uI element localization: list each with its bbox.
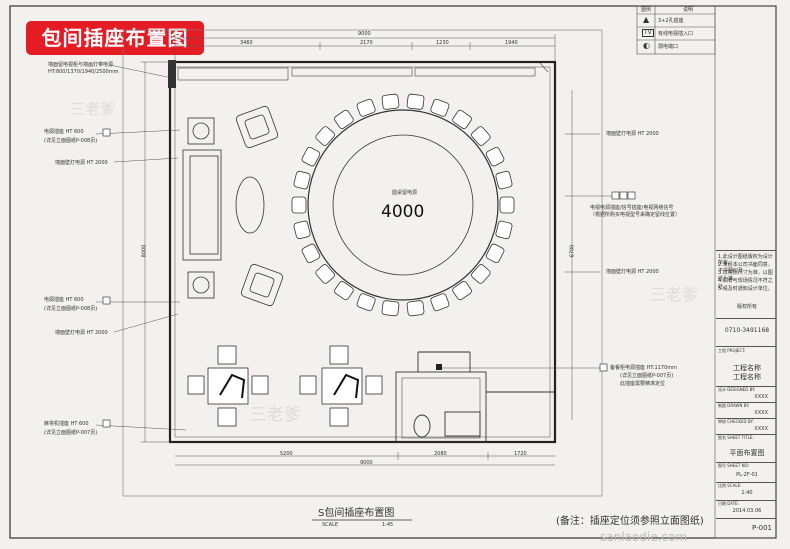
draw-value: XXXX [754, 410, 768, 416]
dining-chair [495, 170, 513, 190]
annotation-mahjong-socket: 麻将机插座 HT 600 [44, 421, 89, 427]
annotation-tv-power-note: （根据所购买电视型号来确定留线位置） [590, 212, 681, 218]
phone-number: 0710-3491168 [724, 327, 770, 334]
dining-chair [485, 146, 505, 167]
title-block: 1.此设计图纸版权为设计所有， 2.未经本公司书面同意，不得翻印及 3.以实际尺… [716, 250, 776, 538]
dining-chair [315, 264, 335, 284]
dining-chair [381, 93, 400, 110]
design-label: 设计 DESIGNED BY: [718, 387, 756, 392]
project-name: 工程名称 [733, 364, 761, 372]
note-line: 2.未经本公司书面同意，不得翻印及 [718, 262, 773, 274]
annotation-socket: 电源插座 HT 600 [44, 129, 84, 135]
project-name: 工程名称 [733, 373, 761, 381]
dim-bottom-total: 9000 [360, 460, 373, 466]
dim-left-total: 8000 [141, 244, 148, 258]
tv-socket-icon: TV [642, 29, 654, 37]
table-size-label: 4000 [381, 202, 425, 222]
dim-top-total: 9000 [358, 31, 371, 37]
dim-top-seg: 3460 [240, 40, 253, 46]
scale-word: SCALE [322, 522, 339, 528]
scale-value: 1:45 [382, 522, 394, 528]
draw-label: 制图 DRAWN BY: [718, 403, 750, 408]
dining-chair [356, 293, 376, 312]
annotation-socket-ref: (详见立面图纸P-008页) [44, 138, 98, 144]
dining-chair [293, 170, 311, 190]
note-line: 3.以实际尺寸为准，以图纸为准。 [718, 270, 773, 282]
dining-chair [381, 300, 400, 317]
date-value: 2014.03.06 [732, 508, 762, 514]
legend-header-symbol: 图例 [641, 7, 652, 13]
dining-chair [301, 243, 321, 264]
legend-row: 弱电端口 [658, 44, 679, 50]
design-value: XXXX [754, 394, 768, 400]
scale-label: 比例 SCALE: [718, 483, 742, 488]
check-value: XXXX [754, 426, 768, 432]
annotation-wall-lamp: 墙面壁灯电源 HT 2000 [606, 269, 659, 275]
dining-chair [334, 109, 354, 129]
dim-bottom-seg: 1720 [514, 451, 527, 457]
watermark: 三老爹 [650, 285, 699, 304]
note-line: 1.此设计图纸版权为设计所有， [718, 254, 773, 266]
annotation-tv-socket: 墙面留电视柜与墙画灯带电源 [48, 62, 114, 68]
annotation-mahjong-ref: (详见立面图纸P-007页) [44, 430, 98, 436]
table-power-label: 圆桌留电源 [392, 190, 418, 196]
annotation-wall-lamp: 墙面壁灯电源 HT 2000 [606, 131, 659, 137]
site-watermark: sanlaodie.com [600, 530, 688, 544]
dining-chair [291, 196, 307, 214]
annotation-socket-ref: (详见立面图纸P-008页) [44, 306, 98, 312]
dim-bottom-seg: 2080 [434, 451, 447, 457]
dining-chair [356, 98, 376, 117]
dim-top-seg: 2170 [360, 40, 373, 46]
note-line: 5.请及时通知设计单位。 [718, 286, 773, 292]
dining-chair [430, 98, 450, 117]
sheet-number: PL-2F-01 [736, 472, 758, 478]
sheet-title: 平面布置图 [729, 449, 765, 457]
watermark: 三老爹 [70, 100, 116, 118]
dining-chair [315, 126, 335, 146]
project-label: 工程 PROJECT: [718, 348, 746, 353]
scale-value: 1:40 [741, 490, 753, 496]
sheet-number-label: 图号 SHEET NO: [718, 463, 750, 468]
sheet-title-label: 图名 SHEET TITLE: [718, 435, 754, 440]
page-number: P-001 [752, 524, 772, 532]
dining-chair [499, 196, 515, 214]
dim-bottom-seg: 5200 [280, 451, 293, 457]
legend-row: 3+2孔插座 [658, 18, 684, 24]
dining-chair [495, 220, 513, 240]
dining-chair [471, 126, 491, 146]
annotation-counter-note: 此插座需要精准定位 [620, 381, 666, 387]
dim-top-seg: 1940 [505, 40, 518, 46]
dining-chair [430, 293, 450, 312]
dining-chair [452, 109, 472, 129]
note-line: 版权所有 [736, 304, 757, 310]
dining-chair [334, 281, 354, 301]
annotation-socket: 电源插座 HT 600 [44, 297, 84, 303]
data-port-icon: ◐ [643, 41, 650, 50]
annotation-counter-socket: 备餐柜电源插座 HT:1170mm [610, 365, 678, 371]
annotation-counter-ref: (详见立面图纸P-007页) [620, 373, 674, 379]
footer-note: (备注：插座定位须参照立面图纸) [556, 516, 704, 527]
drawing-title: S包间插座布置图 [318, 508, 395, 519]
dining-chair [452, 281, 472, 301]
dim-right-total: 6700 [569, 244, 576, 258]
date-label: 日期 DATE: [718, 501, 740, 506]
check-label: 审核 CHECKED BY: [718, 419, 754, 424]
power-socket-icon: ▲ [643, 15, 650, 24]
annotation-tv-power: 电视电源插座/信号插座/电视网络信号 [590, 205, 674, 211]
dining-chair [293, 220, 311, 240]
dining-chair [301, 146, 321, 167]
dining-chair [485, 243, 505, 264]
dim-top-seg: 1230 [436, 40, 449, 46]
annotation-wall-lamp: 墙面壁灯电源 HT 2000 [55, 160, 108, 166]
dining-chair [406, 93, 425, 110]
annotation-tv-socket-height: HT:800/1370/1940/2500mm [48, 69, 119, 75]
note-line: 4.如有与现场情况不符之处， [718, 278, 773, 290]
annotation-wall-lamp: 墙面壁灯电源 HT 2000 [55, 330, 108, 336]
dining-chair [406, 300, 425, 317]
legend-header-desc: 说明 [683, 7, 694, 13]
legend-row: 有线电视插入口 [658, 31, 694, 37]
dining-chair [471, 264, 491, 284]
watermark: 三老爹 [250, 405, 301, 425]
